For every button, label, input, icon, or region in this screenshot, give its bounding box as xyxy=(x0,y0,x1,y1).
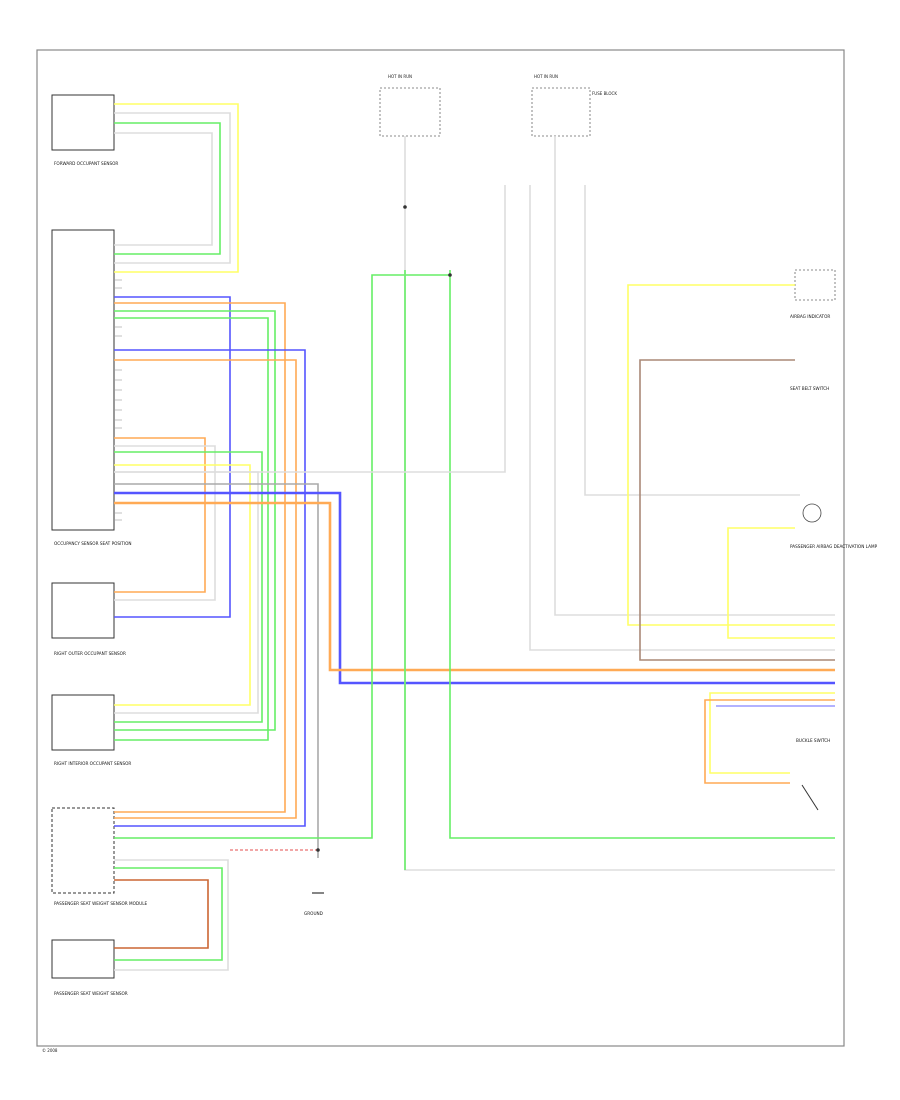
wire-org-2 xyxy=(114,359,297,819)
wire-wht-5 xyxy=(114,859,229,971)
wire-blu-3 xyxy=(114,491,835,685)
fuse-box-right xyxy=(531,87,591,137)
seat-belt-switch-label: SEAT BELT SWITCH xyxy=(790,386,829,391)
wire-gry-3 xyxy=(584,185,800,496)
airbag-indicator-box xyxy=(794,269,836,301)
splice-1 xyxy=(403,205,407,209)
wire-gry-2 xyxy=(554,136,835,616)
footer-text: © 2008 xyxy=(42,1048,58,1053)
passenger-seat-control-label: PASSENGER SEAT WEIGHT SENSOR MODULE xyxy=(54,901,148,906)
pin-ticks xyxy=(114,279,122,521)
wire-gry-4 xyxy=(529,185,835,651)
wire-org-1 xyxy=(114,302,286,813)
forward-sensor-box xyxy=(51,94,115,151)
fuse-left-label: HOT IN RUN xyxy=(388,74,412,79)
forward-sensor-label: FORWARD OCCUPANT SENSOR xyxy=(54,161,118,166)
passenger-seat-sensor-box xyxy=(51,939,115,979)
wire-brn-4 xyxy=(639,359,835,661)
wire-yel-5 xyxy=(709,692,835,774)
wire-grn-3 xyxy=(114,317,269,741)
wire-yel-4 xyxy=(727,527,835,639)
passenger-seat-control-box xyxy=(51,807,115,894)
buckle-switch-icon xyxy=(801,784,819,811)
passenger-seat-sensor-label: PASSENGER SEAT WEIGHT SENSOR xyxy=(54,991,128,996)
wire-blu-1 xyxy=(114,296,231,618)
wire-yel-2 xyxy=(114,464,251,706)
diagram-frame xyxy=(36,49,845,1047)
wire-brn-3 xyxy=(114,879,209,949)
wire-wht-1 xyxy=(114,112,231,264)
ground-label: GROUND xyxy=(304,911,323,916)
wire-grn-4 xyxy=(114,451,263,723)
occupancy-sensor-label: OCCUPANCY SENSOR SEAT POSITION xyxy=(54,541,132,546)
passenger-airbag-lamp-label: PASSENGER AIRBAG DEACTIVATION LAMP xyxy=(790,544,878,549)
right-outer-sensor-label: RIGHT OUTER OCCUPANT SENSOR xyxy=(54,651,126,656)
wire-wht-2 xyxy=(114,132,213,246)
occupancy-sensor-box xyxy=(51,229,115,531)
fuse-right-label: HOT IN RUN xyxy=(534,74,558,79)
wire-grn-6 xyxy=(114,867,223,961)
wire-org-5 xyxy=(704,699,835,784)
wire-org-3 xyxy=(114,437,206,593)
wire-org-4 xyxy=(114,501,835,672)
wire-wht-3 xyxy=(114,445,216,601)
wire-gry-5 xyxy=(114,185,506,473)
lamp-icon xyxy=(802,503,822,523)
wire-yel-3 xyxy=(627,284,835,626)
fuse-box-left xyxy=(379,87,441,137)
wire-grn-5 xyxy=(114,274,450,839)
splice-3 xyxy=(316,848,320,852)
right-rear-sensor-box xyxy=(51,694,115,751)
wire-yel-1 xyxy=(114,103,239,273)
wire-group xyxy=(114,103,835,971)
airbag-indicator-label: AIRBAG INDICATOR xyxy=(790,314,830,319)
right-rear-sensor-label: RIGHT INTERIOR OCCUPANT SENSOR xyxy=(54,761,131,766)
wire-blu-2 xyxy=(114,349,306,827)
wire-brn-1 xyxy=(114,483,319,858)
fuse-block-label: FUSE BLOCK xyxy=(592,91,617,96)
wire-grn-1 xyxy=(114,122,221,255)
splice-2 xyxy=(448,273,452,277)
wire-gry-1 xyxy=(404,136,835,871)
wire-grn-2 xyxy=(114,310,276,731)
buckle-switch-label: BUCKLE SWITCH xyxy=(796,738,830,743)
wire-grn-8 xyxy=(449,270,835,839)
right-outer-sensor-box xyxy=(51,582,115,639)
